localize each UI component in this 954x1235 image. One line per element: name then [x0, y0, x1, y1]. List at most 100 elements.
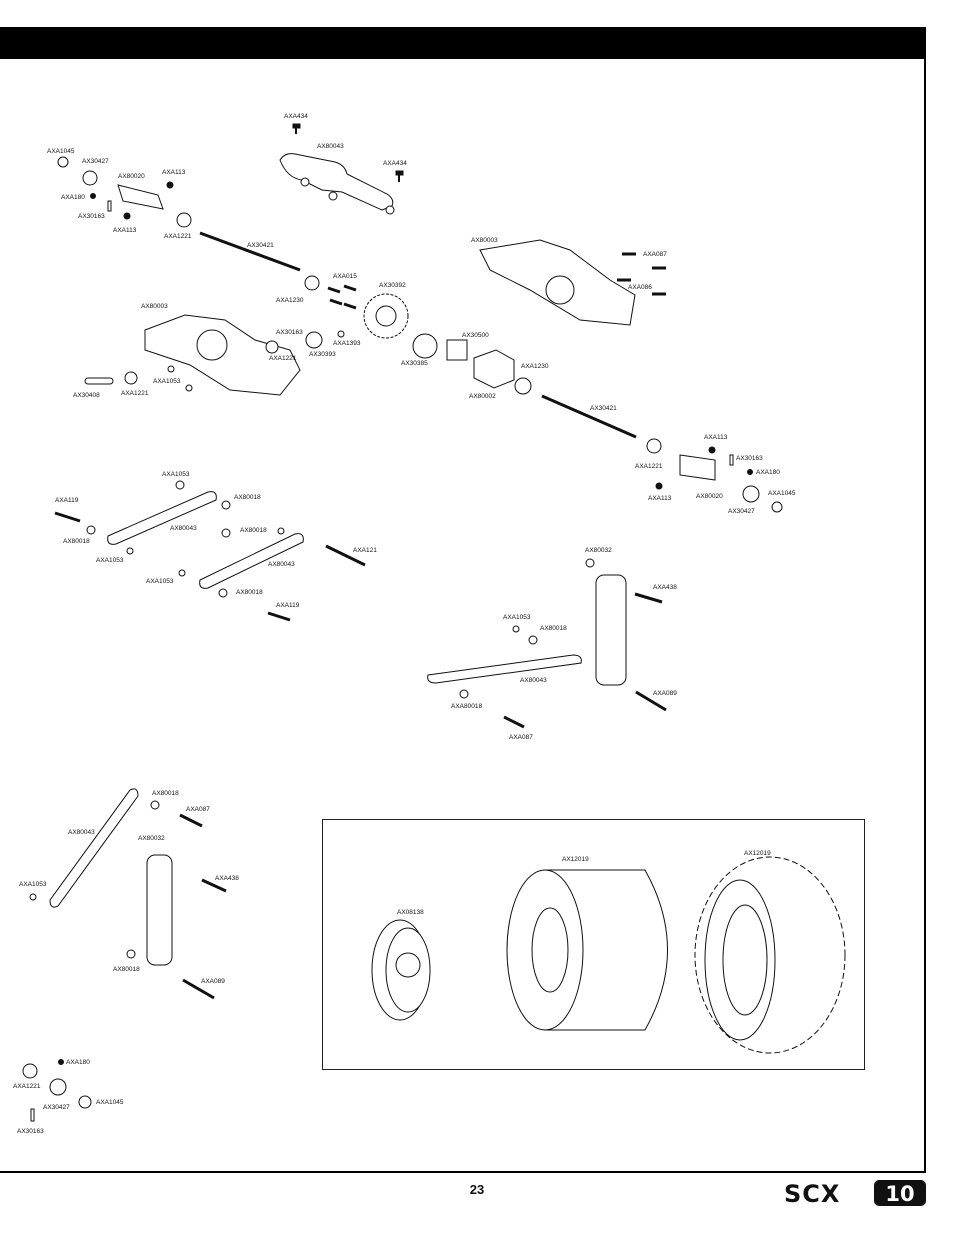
- part-label: AX80018: [540, 625, 567, 632]
- part-label: AXA1221: [635, 463, 663, 470]
- hex-hub-icon: [82, 170, 98, 186]
- part-label: AXA1053: [503, 614, 531, 621]
- part-label: AXA1045: [96, 1099, 124, 1106]
- part-label: AX30500: [462, 332, 489, 339]
- pin-ball-icon: [58, 1059, 64, 1065]
- part-label: AXA1221: [164, 233, 192, 240]
- part-label: AXA180: [66, 1059, 90, 1066]
- nut-icon: [175, 480, 185, 490]
- part-label: AX08138: [397, 909, 424, 916]
- axle-housing-pumpkin: [196, 329, 228, 361]
- screw-icon: [201, 878, 227, 893]
- part-label: AXA1221: [13, 1083, 41, 1090]
- axle-shaft-icon: [541, 394, 637, 439]
- part-label: AXA1230: [276, 297, 304, 304]
- locknut-icon: [57, 156, 69, 168]
- screw-icon: [329, 298, 343, 306]
- frame-border-bottom: [0, 1171, 926, 1173]
- part-label: AX80018: [63, 538, 90, 545]
- part-label: AX80043: [68, 829, 95, 836]
- rod-end-icon: [150, 800, 160, 810]
- screw-icon: [635, 690, 667, 712]
- part-label: AXA180: [61, 194, 85, 201]
- part-label: AXA180: [756, 469, 780, 476]
- part-label: AXA1053: [162, 471, 190, 478]
- part-label: AX80018: [234, 494, 261, 501]
- part-label: AX80043: [520, 677, 547, 684]
- rod-end-icon: [221, 528, 231, 538]
- screw-icon: [54, 511, 81, 523]
- part-label: AXA089: [653, 690, 677, 697]
- screw-icon: [343, 302, 357, 310]
- part-label: AX30393: [309, 351, 336, 358]
- part-label: AX30163: [17, 1128, 44, 1135]
- part-label: AXA1053: [96, 557, 124, 564]
- nut-icon: [126, 547, 134, 555]
- bearing-icon: [514, 377, 532, 395]
- screw-icon: [655, 482, 663, 490]
- nut-icon: [585, 558, 595, 568]
- bearing-icon: [124, 371, 138, 385]
- page-number: 23: [469, 1182, 485, 1197]
- rod-end-icon: [218, 588, 228, 598]
- part-label: AXA1221: [269, 355, 297, 362]
- part-label: AXA087: [509, 734, 533, 741]
- nut-icon: [167, 365, 175, 373]
- axle-shaft-icon: [199, 231, 301, 272]
- bearing-icon: [304, 275, 320, 291]
- knuckle-carrier-icon: [117, 184, 164, 210]
- part-label: AX30427: [728, 508, 755, 515]
- part-label: AX12019: [562, 856, 589, 863]
- part-label: AX12019: [744, 850, 771, 857]
- scx10-logo: SCX 10: [784, 1180, 926, 1207]
- ring-gear-hub: [375, 305, 397, 327]
- tire-icon: [694, 856, 846, 1054]
- screw-icon: [708, 446, 716, 454]
- part-label: AX30408: [73, 392, 100, 399]
- part-label: AX30385: [401, 360, 428, 367]
- locker-icon: [446, 339, 468, 361]
- locknut-icon: [78, 1095, 92, 1109]
- part-label: AXA438: [215, 875, 239, 882]
- nut-icon: [29, 893, 37, 901]
- rod-end-icon: [86, 525, 96, 535]
- logo-badge: [874, 1180, 926, 1206]
- part-label: AX80032: [138, 835, 165, 842]
- hex-hub-icon: [742, 485, 760, 503]
- part-label: AXA438: [653, 584, 677, 591]
- part-label: AX80043: [268, 561, 295, 568]
- nut-icon: [178, 569, 186, 577]
- part-label: AX80043: [317, 143, 344, 150]
- part-label: AXA113: [162, 169, 186, 176]
- screw-icon: [503, 715, 525, 729]
- pin-icon: [30, 1108, 35, 1122]
- screw-icon: [182, 978, 215, 1000]
- part-label: AX30163: [276, 329, 303, 336]
- part-label: AX80003: [141, 303, 168, 310]
- wheel-rim-icon: [371, 919, 431, 1021]
- part-label: AXA434: [284, 113, 308, 120]
- part-label: AX80020: [118, 173, 145, 180]
- part-label: AX80002: [469, 393, 496, 400]
- screw-icon: [325, 544, 366, 567]
- part-label: AX30392: [379, 282, 406, 289]
- part-label: AX80043: [170, 525, 197, 532]
- nut-icon: [185, 384, 193, 392]
- part-label: AX80018: [240, 527, 267, 534]
- part-label: AXA119: [276, 602, 300, 609]
- part-label: AXA1045: [768, 490, 796, 497]
- rod-end-icon: [459, 689, 469, 699]
- part-label: AXA1393: [333, 340, 361, 347]
- screw-icon: [292, 123, 301, 134]
- part-label: AXA113: [648, 495, 672, 502]
- bearing-icon: [646, 438, 662, 454]
- part-label: AX30163: [736, 455, 763, 462]
- spacer-icon: [337, 330, 345, 338]
- part-label: AX80018: [152, 790, 179, 797]
- wheel-tire-panel: [322, 819, 865, 1070]
- link-arm-icon: [199, 533, 304, 589]
- tire-insert-foam-icon: [506, 869, 668, 1031]
- logo-badge-text: 10: [885, 1182, 914, 1206]
- part-label: AX30421: [247, 242, 274, 249]
- part-label: AXA086: [628, 284, 652, 291]
